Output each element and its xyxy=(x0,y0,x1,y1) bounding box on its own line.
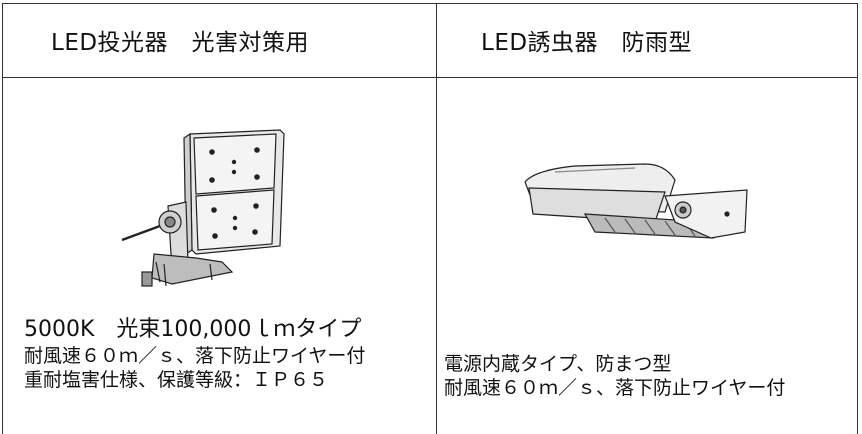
header-left: LED投光器 光害対策用 xyxy=(51,30,310,56)
column-divider xyxy=(436,4,437,434)
left-spec-line-1: 耐風速６０ｍ／ｓ、落下防止ワイヤー付 xyxy=(24,345,366,367)
led-insect-lamp-icon xyxy=(524,163,748,239)
right-spec-line-1: 電源内蔵タイプ、防まつ型 xyxy=(444,353,672,375)
left-spec-line-2: 重耐塩害仕様、保護等級：ＩＰ６５ xyxy=(24,369,329,391)
header-row xyxy=(3,4,857,78)
left-spec-title: 5000K 光束100,000ｌｍタイプ xyxy=(24,317,362,342)
right-product-description: 電源内蔵タイプ、防まつ型 耐風速６０ｍ／ｓ、落下防止ワイヤー付 xyxy=(444,352,785,400)
product-table: LED投光器 光害対策用 LED誘虫器 防雨型 xyxy=(2,3,858,434)
left-product-description: 5000K 光束100,000ｌｍタイプ 耐風速６０ｍ／ｓ、落下防止ワイヤー付 … xyxy=(24,316,365,392)
led-floodlight-icon xyxy=(121,129,285,287)
right-spec-line-2: 耐風速６０ｍ／ｓ、落下防止ワイヤー付 xyxy=(444,377,786,399)
header-right: LED誘虫器 防雨型 xyxy=(481,30,693,56)
